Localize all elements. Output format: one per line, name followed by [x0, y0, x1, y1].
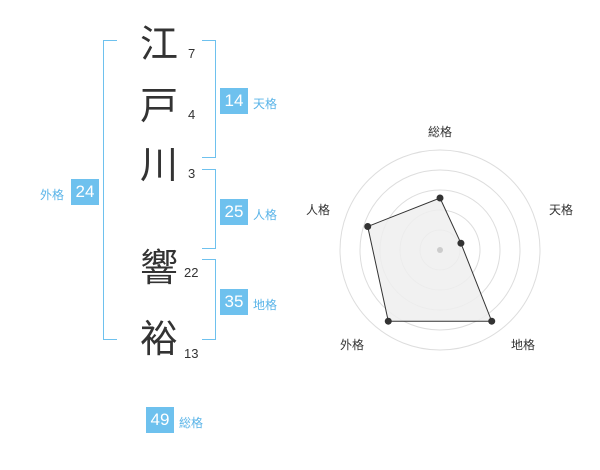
name-char-2: 戸 [140, 84, 179, 128]
jinkaku-label: 人格 [253, 208, 278, 222]
tenkaku-score: 14 [220, 88, 248, 114]
radar-point [488, 317, 496, 325]
radar-center-dot [437, 247, 443, 253]
soukaku-score: 49 [146, 407, 174, 433]
stroke-count-1: 7 [188, 46, 196, 61]
jinkaku-bracket [202, 169, 216, 249]
radar-label-chikaku: 地格 [510, 338, 535, 352]
name-char-5: 裕 [140, 317, 179, 361]
gaikaku-bracket [103, 40, 117, 340]
stroke-count-3: 3 [188, 166, 196, 181]
name-char-3: 川 [140, 143, 179, 187]
tenkaku-label: 天格 [253, 97, 278, 111]
radar-point [364, 223, 372, 231]
stroke-count-5: 13 [184, 346, 199, 361]
radar-point [384, 317, 392, 325]
radar-label-soukaku: 総格 [427, 125, 452, 139]
jinkaku-score: 25 [220, 199, 248, 225]
radar-point [457, 239, 465, 247]
radar-point [436, 194, 444, 202]
tenkaku-bracket [202, 40, 216, 158]
gaikaku-score: 24 [71, 179, 99, 205]
stroke-count-2: 4 [188, 107, 196, 122]
name-char-1: 江 [140, 22, 179, 66]
chikaku-label: 地格 [253, 298, 278, 312]
name-char-4: 響 [140, 246, 179, 290]
radar-grid-ring [339, 149, 541, 351]
chikaku-score: 35 [220, 289, 248, 315]
radar-area [367, 197, 493, 322]
radar-label-gaikaku: 外格 [339, 338, 364, 352]
gaikaku-label: 外格 [40, 188, 65, 202]
stroke-count-4: 22 [184, 265, 199, 280]
chikaku-bracket [202, 259, 216, 340]
soukaku-label: 総格 [179, 416, 204, 430]
radar-label-tenkaku: 天格 [548, 203, 573, 217]
radar-label-jinkaku: 人格 [305, 203, 330, 217]
radar-grid-ring [359, 169, 521, 331]
